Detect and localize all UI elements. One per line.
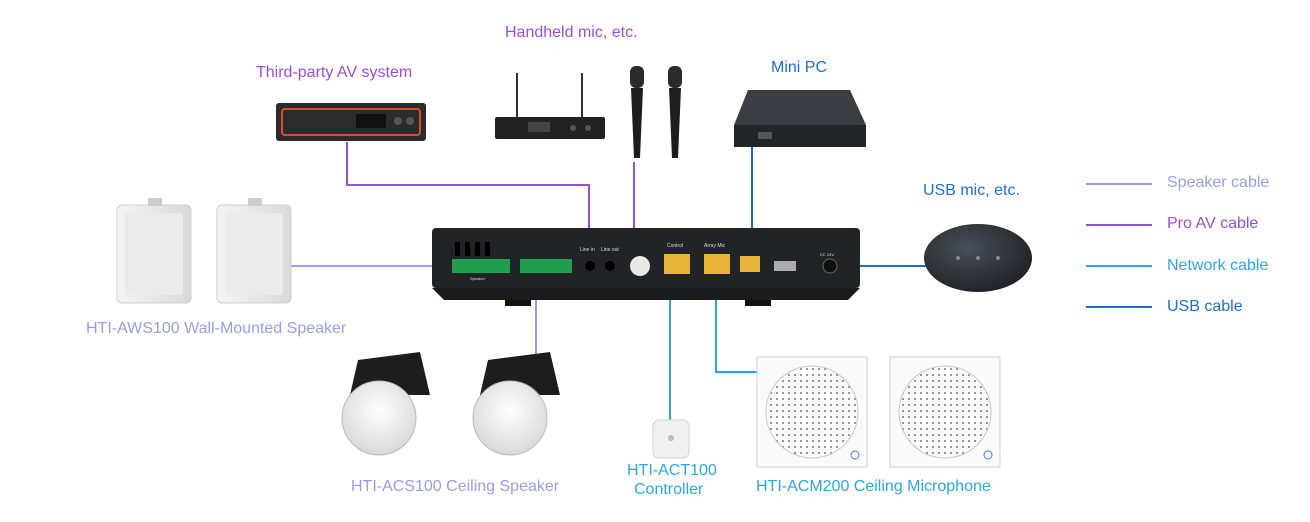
legend-usb-cable: USB cable bbox=[1167, 298, 1243, 316]
wall-speaker-label: HTI-AWS100 Wall-Mounted Speaker bbox=[86, 320, 347, 337]
ceiling-speaker-1 bbox=[341, 352, 430, 456]
hub-device bbox=[432, 228, 860, 306]
port-label-speaker: Speaker bbox=[470, 276, 486, 281]
handheld-receiver bbox=[495, 73, 605, 139]
port-label-control: Control bbox=[667, 243, 683, 249]
mini-pc-device bbox=[734, 90, 866, 147]
ceiling-mic-label: HTI-ACM200 Ceiling Microphone bbox=[756, 478, 991, 495]
ceiling-speaker-label: HTI-ACS100 Ceiling Speaker bbox=[351, 478, 560, 495]
third-party-av-label: Third-party AV system bbox=[256, 64, 413, 81]
controller-device bbox=[652, 419, 690, 459]
port-label-line-in: Line in bbox=[580, 247, 595, 253]
network-cable-ceiling-mic bbox=[715, 270, 760, 373]
ceiling-speaker-2 bbox=[472, 352, 560, 456]
ceiling-mic-1 bbox=[756, 356, 868, 468]
handheld-mic-2 bbox=[668, 66, 682, 158]
legend-speaker-cable-text: Speaker cable bbox=[1167, 174, 1270, 191]
pro-av-cable-av-system bbox=[346, 142, 590, 256]
legend-usb-cable-text: USB cable bbox=[1167, 298, 1243, 315]
legend-network-cable: Network cable bbox=[1167, 257, 1268, 275]
handheld-mic-1 bbox=[630, 66, 644, 158]
legend-network-cable-text: Network cable bbox=[1167, 257, 1269, 274]
legend-pro-av-cable: Pro AV cable bbox=[1167, 215, 1258, 233]
legend-pro-av-cable-text: Pro AV cable bbox=[1167, 215, 1259, 232]
av-system-device bbox=[276, 103, 426, 141]
wall-speaker-1 bbox=[116, 198, 192, 304]
port-label-line-out: Line out bbox=[601, 247, 619, 253]
port-label-dc: DC 24V bbox=[820, 252, 834, 257]
usb-mic-device bbox=[924, 224, 1032, 292]
ceiling-mic-2 bbox=[889, 356, 1001, 468]
wall-speaker-2 bbox=[216, 198, 292, 304]
controller-model-label: HTI-ACT100 bbox=[627, 462, 717, 479]
legend-lines bbox=[1086, 183, 1152, 308]
mini-pc-label: Mini PC bbox=[771, 59, 828, 76]
port-label-array-mic: Array Mic bbox=[704, 243, 726, 249]
legend-speaker-cable: Speaker cable bbox=[1167, 174, 1269, 192]
handheld-mic-label: Handheld mic, etc. bbox=[505, 24, 638, 41]
controller-name-label: Controller bbox=[634, 481, 704, 498]
usb-mic-label: USB mic, etc. bbox=[923, 182, 1020, 199]
